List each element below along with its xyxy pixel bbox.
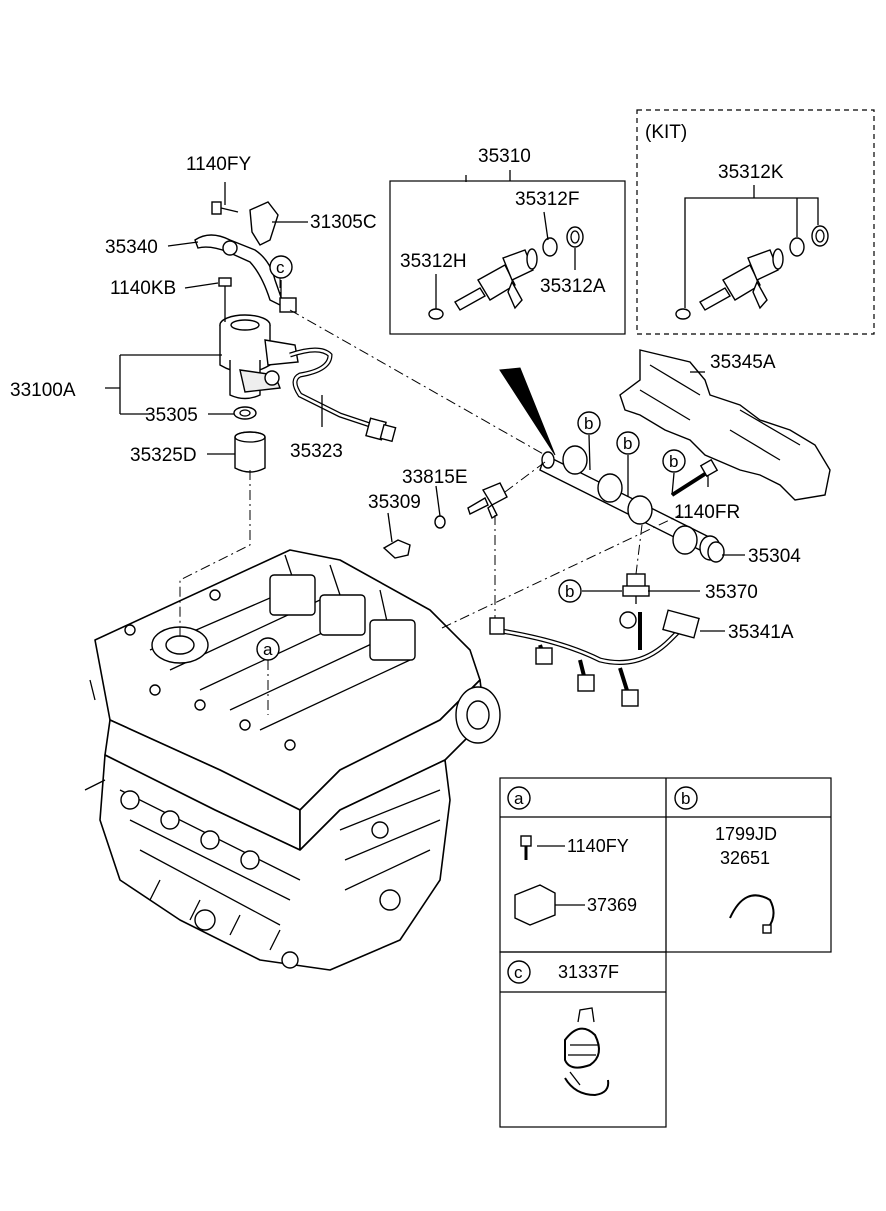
label-b-1799JD: 1799JD: [715, 824, 777, 844]
bolt-1140FY-top: [211, 201, 239, 215]
label-35312H: 35312H: [400, 251, 467, 272]
injector-assembly-box: [389, 180, 626, 335]
harness-35341A: [489, 609, 700, 707]
callouts: c b b b b a: [256, 255, 686, 661]
ring-35312F: [542, 237, 558, 257]
leader-lines: [105, 170, 745, 632]
clamp-32651: [729, 894, 775, 929]
clip-35309: [382, 539, 411, 559]
ring-33815E: [434, 515, 446, 529]
label-b-32651: 32651: [720, 848, 770, 868]
injector-33815E: [467, 482, 508, 520]
label-35370: 35370: [705, 582, 758, 603]
flow-arrow: [499, 367, 556, 456]
label-1140KB: 1140KB: [110, 278, 176, 299]
callout-b-rail-1: b: [584, 414, 593, 433]
label-1140FY: 1140FY: [186, 154, 251, 175]
seal-35305: [233, 406, 257, 420]
kit-box: [636, 109, 875, 335]
label-35312A: 35312A: [540, 276, 606, 297]
engine-assembly: [84, 549, 501, 971]
label-35310: 35310: [478, 146, 531, 167]
bolt-1140KB: [218, 277, 232, 322]
label-35304: 35304: [748, 546, 801, 567]
label-35325D: 35325D: [130, 445, 197, 466]
detail-table: a b c 1140FY 37369 1799JD 32651 31337F: [499, 777, 832, 1128]
bolt-1140FY-detail: [520, 835, 532, 860]
label-c-31337F: 31337F: [558, 962, 619, 982]
label-35340: 35340: [105, 237, 158, 258]
sensor-35370: [622, 573, 650, 604]
callout-c-pump: c: [276, 258, 285, 277]
label-kit: (KIT): [645, 122, 687, 143]
seal-35312H: [428, 308, 444, 320]
injector-35310: [454, 248, 538, 311]
callout-b-sensor: b: [565, 582, 574, 601]
table-header-a: a: [514, 789, 524, 808]
cover-35345A: [619, 349, 831, 501]
bracket-37369: [514, 884, 556, 926]
injector-kit-35312K: [675, 225, 829, 320]
label-35312F: 35312F: [515, 189, 579, 210]
harness-35323: [289, 347, 397, 443]
high-pressure-pump: [219, 314, 299, 400]
tappet-35325D: [234, 431, 266, 473]
part-labels: 1140FY 31305C 35340 1140KB 33100A 35305 …: [10, 122, 801, 643]
connection-lines: [179, 278, 681, 715]
pipe-35304: [707, 541, 725, 563]
bracket-31305C: [249, 201, 279, 246]
label-35323: 35323: [290, 441, 343, 462]
label-a-1140FY: 1140FY: [567, 836, 629, 856]
label-a-37369: 37369: [587, 895, 637, 915]
table-header-b: b: [681, 789, 690, 808]
label-33100A: 33100A: [10, 380, 76, 401]
table-header-c: c: [514, 963, 523, 982]
label-35345A: 35345A: [710, 352, 776, 373]
callout-a-engine: a: [263, 640, 273, 659]
hose-clip-31337F: [564, 1007, 610, 1097]
label-35312K: 35312K: [718, 162, 784, 183]
callout-b-rail-2: b: [623, 434, 632, 453]
label-1140FR: 1140FR: [674, 502, 740, 523]
label-31305C: 31305C: [310, 212, 377, 233]
bolt-1140FR: [670, 458, 719, 497]
label-35305: 35305: [145, 405, 198, 426]
label-35309: 35309: [368, 492, 421, 513]
callout-b-rail-3: b: [669, 452, 678, 471]
label-35341A: 35341A: [728, 622, 794, 643]
ring-35312A: [566, 226, 584, 248]
label-33815E: 33815E: [402, 467, 468, 488]
